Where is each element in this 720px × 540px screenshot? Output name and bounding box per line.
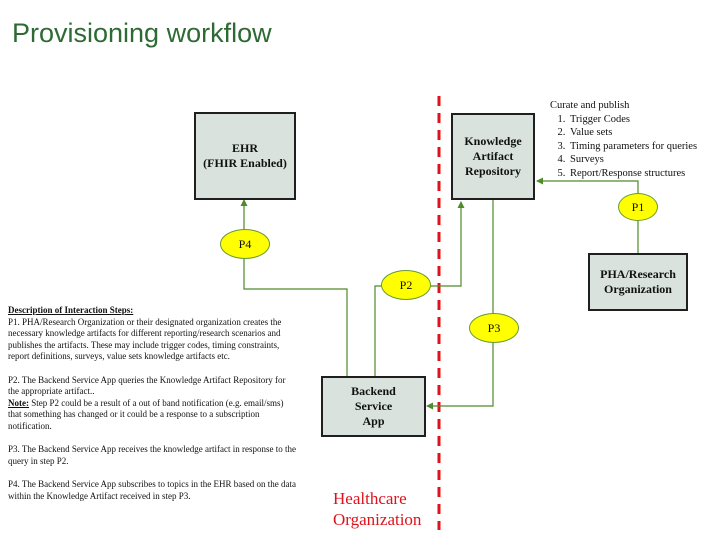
curate-item: Trigger Codes: [568, 113, 697, 127]
arrow-p1: [536, 177, 639, 253]
ehr-box: EHR (FHIR Enabled): [194, 112, 296, 200]
step-p3-oval: P3: [469, 313, 519, 343]
description-p3: P3. The Backend Service App receives the…: [8, 444, 296, 466]
curate-publish-list: Curate and publish Trigger Codes Value s…: [550, 99, 697, 180]
pha-research-organization-box: PHA/Research Organization: [588, 253, 688, 311]
step-p2-oval: P2: [381, 270, 431, 300]
description-p1: P1. PHA/Research Organization or their d…: [8, 316, 282, 362]
description-heading: Description of Interaction Steps:: [8, 305, 134, 315]
curate-item: Value sets: [568, 126, 697, 140]
curate-heading: Curate and publish: [550, 100, 630, 111]
curate-item: Report/Response structures: [568, 167, 697, 181]
description-p4: P4. The Backend Service App subscribes t…: [8, 478, 297, 501]
interaction-steps-description: Description of Interaction Steps: P1. PH…: [8, 305, 298, 514]
step-p1-oval: P1: [618, 193, 658, 221]
curate-item: Timing parameters for queries: [568, 140, 697, 154]
curate-item: Surveys: [568, 153, 697, 167]
note-label: Note:: [8, 397, 29, 408]
note-text: Step P2 could be a result of a out of ba…: [8, 397, 284, 431]
knowledge-artifact-repository-box: Knowledge Artifact Repository: [451, 113, 535, 200]
description-p2-text: P2. The Backend Service App queries the …: [8, 374, 286, 397]
step-p4-oval: P4: [220, 229, 270, 259]
arrow-p3: [426, 200, 494, 410]
description-p2: P2. The Backend Service App queries the …: [8, 375, 298, 433]
backend-service-app-box: Backend Service App: [321, 376, 426, 437]
page-title: Provisioning workflow: [12, 18, 272, 48]
healthcare-organization-label: Healthcare Organization: [333, 489, 422, 529]
